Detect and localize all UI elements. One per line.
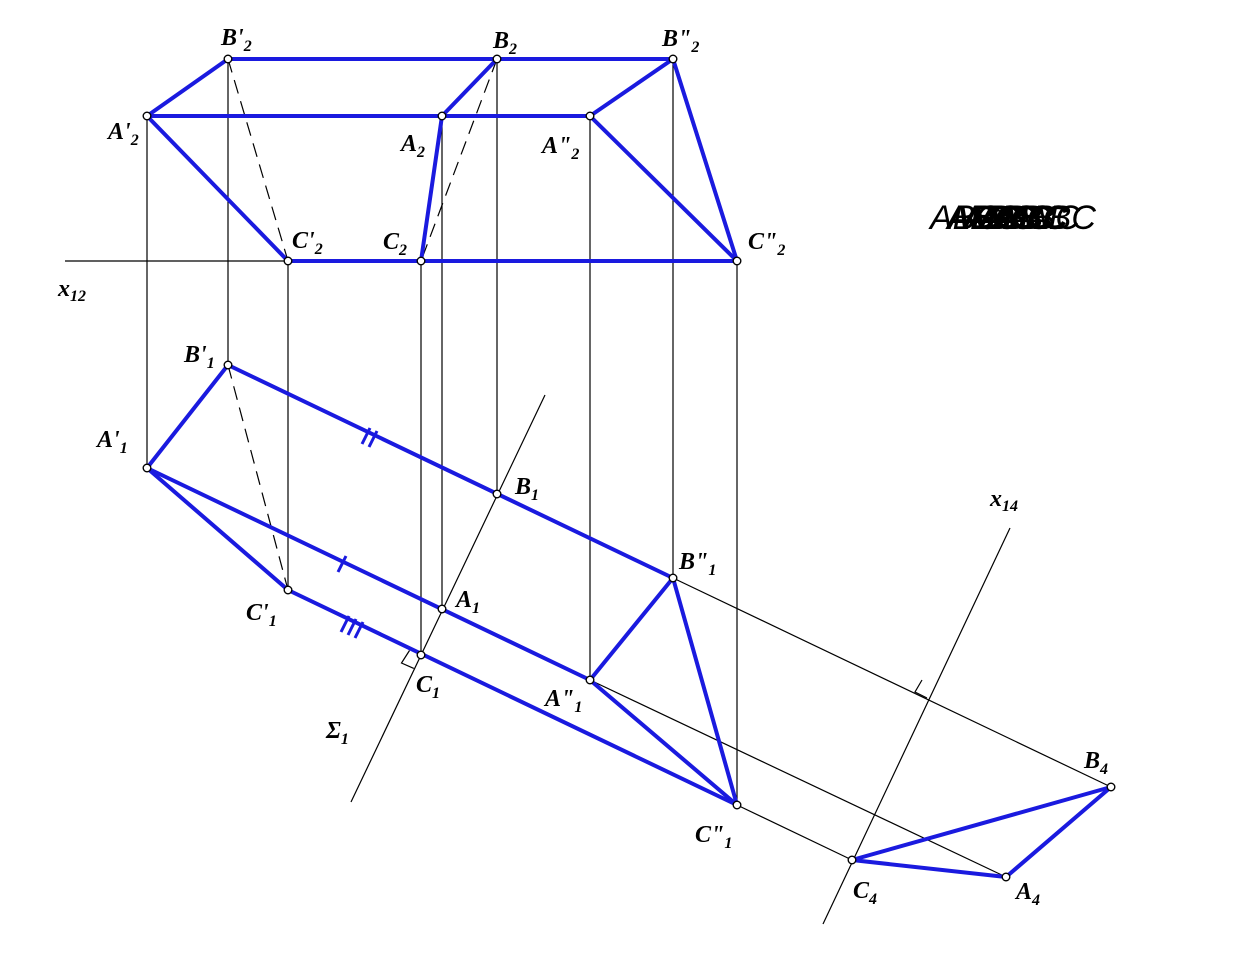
point-c1p	[283, 585, 293, 595]
point-b1p	[223, 360, 233, 370]
label-a4: A4	[1014, 879, 1040, 909]
label-c4: C4	[853, 878, 877, 908]
points	[142, 54, 1116, 882]
label-a1pp: A"1	[543, 686, 582, 716]
label-c1pp: C"1	[695, 822, 732, 852]
edge-b1p-b1pp	[226, 363, 675, 580]
point-a1pp	[585, 675, 595, 685]
overlay-text-echo: ABC	[1008, 199, 1080, 237]
point-b1pp	[668, 573, 678, 583]
overlay-text-echo: ABC	[961, 199, 1036, 237]
edge-a1pp-c1pp	[588, 678, 739, 807]
label-a1p: A'1	[95, 427, 128, 457]
construction-lines	[65, 59, 1112, 925]
tick-mark	[339, 615, 351, 633]
overlay-text-echo: ABC	[945, 199, 1020, 237]
point-a4	[1001, 872, 1011, 882]
right-angle-mark-sigma	[400, 650, 415, 669]
label-a2p: A'2	[106, 119, 139, 149]
transfer-line-a	[589, 679, 1007, 878]
tick-mark	[367, 430, 379, 448]
transfer-line-b	[672, 577, 1112, 788]
edge-b2pp-c2pp	[671, 57, 739, 263]
overlay-text-echo: ABC	[993, 199, 1068, 237]
transfer-line-c	[736, 804, 853, 861]
label-b2pp: B"2	[661, 26, 699, 56]
hidden-edge-b1p-c1p	[227, 364, 289, 591]
edge-a2p-c2p	[145, 114, 290, 263]
plane-sigma1-trace	[350, 394, 546, 803]
point-a2pp	[585, 111, 595, 121]
label-a1: A1	[454, 587, 480, 617]
edge-a2pp-c2pp	[588, 114, 739, 263]
label-a2: A2	[399, 131, 425, 161]
label-c2p: C'2	[292, 228, 323, 258]
label-sigma1: Σ1	[325, 718, 349, 748]
edge-a2-c2	[419, 114, 444, 263]
triangle-edges	[145, 57, 1113, 879]
point-a1	[437, 604, 447, 614]
edge-a4-b4	[1004, 785, 1113, 879]
overlapping-text-artifact: ABC ABC ABC ABC ABC ABC ABC	[928, 199, 1096, 237]
hidden-edge-b2p-c2p	[227, 58, 289, 262]
tick-mark	[346, 618, 358, 636]
edge-a2p-b2p	[145, 57, 230, 118]
hidden-edge-b2-c2	[420, 58, 498, 262]
tick-mark	[360, 427, 372, 445]
point-a2	[437, 111, 447, 121]
label-c2: C2	[383, 229, 407, 259]
point-c1	[416, 650, 426, 660]
edge-c4-a4	[850, 858, 1008, 879]
right-angle-mark-x14	[914, 679, 928, 699]
label-b1pp: B"1	[678, 549, 716, 579]
label-c2pp: C"2	[748, 229, 785, 259]
edge-a1p-a1pp	[145, 466, 592, 682]
label-b1: B1	[514, 474, 539, 504]
point-c4	[847, 855, 857, 865]
point-a2p	[142, 111, 152, 121]
tick-mark	[353, 621, 365, 639]
point-c1pp	[732, 800, 742, 810]
edge-a1pp-b1pp	[588, 576, 675, 682]
overlay-text: ABC	[928, 199, 1000, 237]
parallel-tick-marks	[336, 427, 379, 639]
point-b2p	[223, 54, 233, 64]
label-b1p: B'1	[183, 342, 215, 372]
point-b1	[492, 489, 502, 499]
tick-mark	[336, 555, 348, 573]
label-c1: C1	[416, 672, 440, 702]
label-b4: B4	[1083, 748, 1108, 778]
edge-a2pp-b2pp	[588, 57, 675, 118]
overlay-text-echo: ABC	[977, 199, 1052, 237]
label-b2: B2	[492, 28, 517, 58]
point-c2p	[283, 256, 293, 266]
point-b2pp	[668, 54, 678, 64]
edge-a1p-c1p	[145, 466, 290, 592]
label-x14: x14	[989, 486, 1018, 515]
point-a1p	[142, 463, 152, 473]
label-b2p: B'2	[220, 25, 252, 55]
point-labels: B'2 B2 B"2 A'2 A2 A"2 C'2 C2 C"2 x12 B'1…	[57, 25, 1108, 909]
edge-c4-b4	[850, 785, 1113, 862]
point-c2pp	[732, 256, 742, 266]
point-b2	[492, 54, 502, 64]
label-a2pp: A"2	[540, 133, 579, 163]
edge-a1p-b1p	[145, 363, 230, 470]
overlay-text-echo: ABC	[1024, 199, 1096, 237]
point-b4	[1106, 782, 1116, 792]
edge-c1p-c1pp	[286, 588, 739, 807]
label-c1p: C'1	[246, 600, 277, 630]
hidden-edges	[227, 58, 498, 591]
point-c2	[416, 256, 426, 266]
edge-a2-b2	[440, 57, 499, 118]
edge-b1pp-c1pp	[671, 576, 739, 807]
label-x12: x12	[57, 276, 86, 305]
